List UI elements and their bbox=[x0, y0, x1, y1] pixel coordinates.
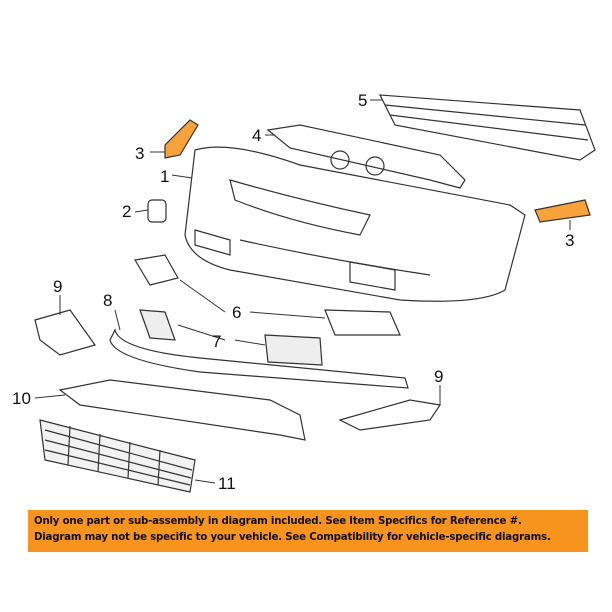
part-6-bezel-left bbox=[134, 254, 179, 286]
disclaimer-banner: Only one part or sub-assembly in diagram… bbox=[28, 510, 588, 552]
callout-5: 5 bbox=[358, 91, 368, 110]
callout-11: 11 bbox=[218, 474, 236, 493]
callout-8: 8 bbox=[103, 291, 113, 310]
part-3-bracket-left bbox=[164, 119, 199, 159]
part-4-absorber bbox=[266, 124, 466, 189]
part-2-emblem bbox=[147, 199, 167, 223]
callout-4: 4 bbox=[252, 126, 262, 145]
part-3-bracket-right bbox=[534, 199, 591, 223]
callout-1: 1 bbox=[160, 167, 170, 186]
part-7-grille-left bbox=[139, 309, 176, 341]
callout-6: 6 bbox=[232, 303, 242, 322]
part-9-shield-left bbox=[34, 309, 96, 356]
part-11-lower-grille bbox=[39, 419, 196, 493]
leader-lines bbox=[34, 99, 571, 484]
part-8-lower-spoiler bbox=[109, 328, 409, 389]
callout-2: 2 bbox=[122, 202, 132, 221]
callout-9-left: 9 bbox=[53, 277, 63, 296]
callout-3-right: 3 bbox=[565, 231, 575, 250]
callout-3-left: 3 bbox=[135, 144, 145, 163]
part-1-bumper-cover bbox=[184, 146, 526, 302]
part-6-bezel-right bbox=[324, 309, 401, 336]
callout-7: 7 bbox=[212, 332, 222, 351]
disclaimer-line-1: Only one part or sub-assembly in diagram… bbox=[34, 516, 522, 527]
part-7-grille-center bbox=[264, 334, 323, 366]
disclaimer-line-2: Diagram may not be specific to your vehi… bbox=[34, 532, 551, 543]
part-10-deflector bbox=[58, 379, 306, 441]
part-5-reinforcement-bar bbox=[378, 94, 596, 161]
callout-10: 10 bbox=[12, 389, 31, 408]
callout-9-right: 9 bbox=[434, 367, 444, 386]
part-9-shield-right bbox=[338, 399, 442, 431]
